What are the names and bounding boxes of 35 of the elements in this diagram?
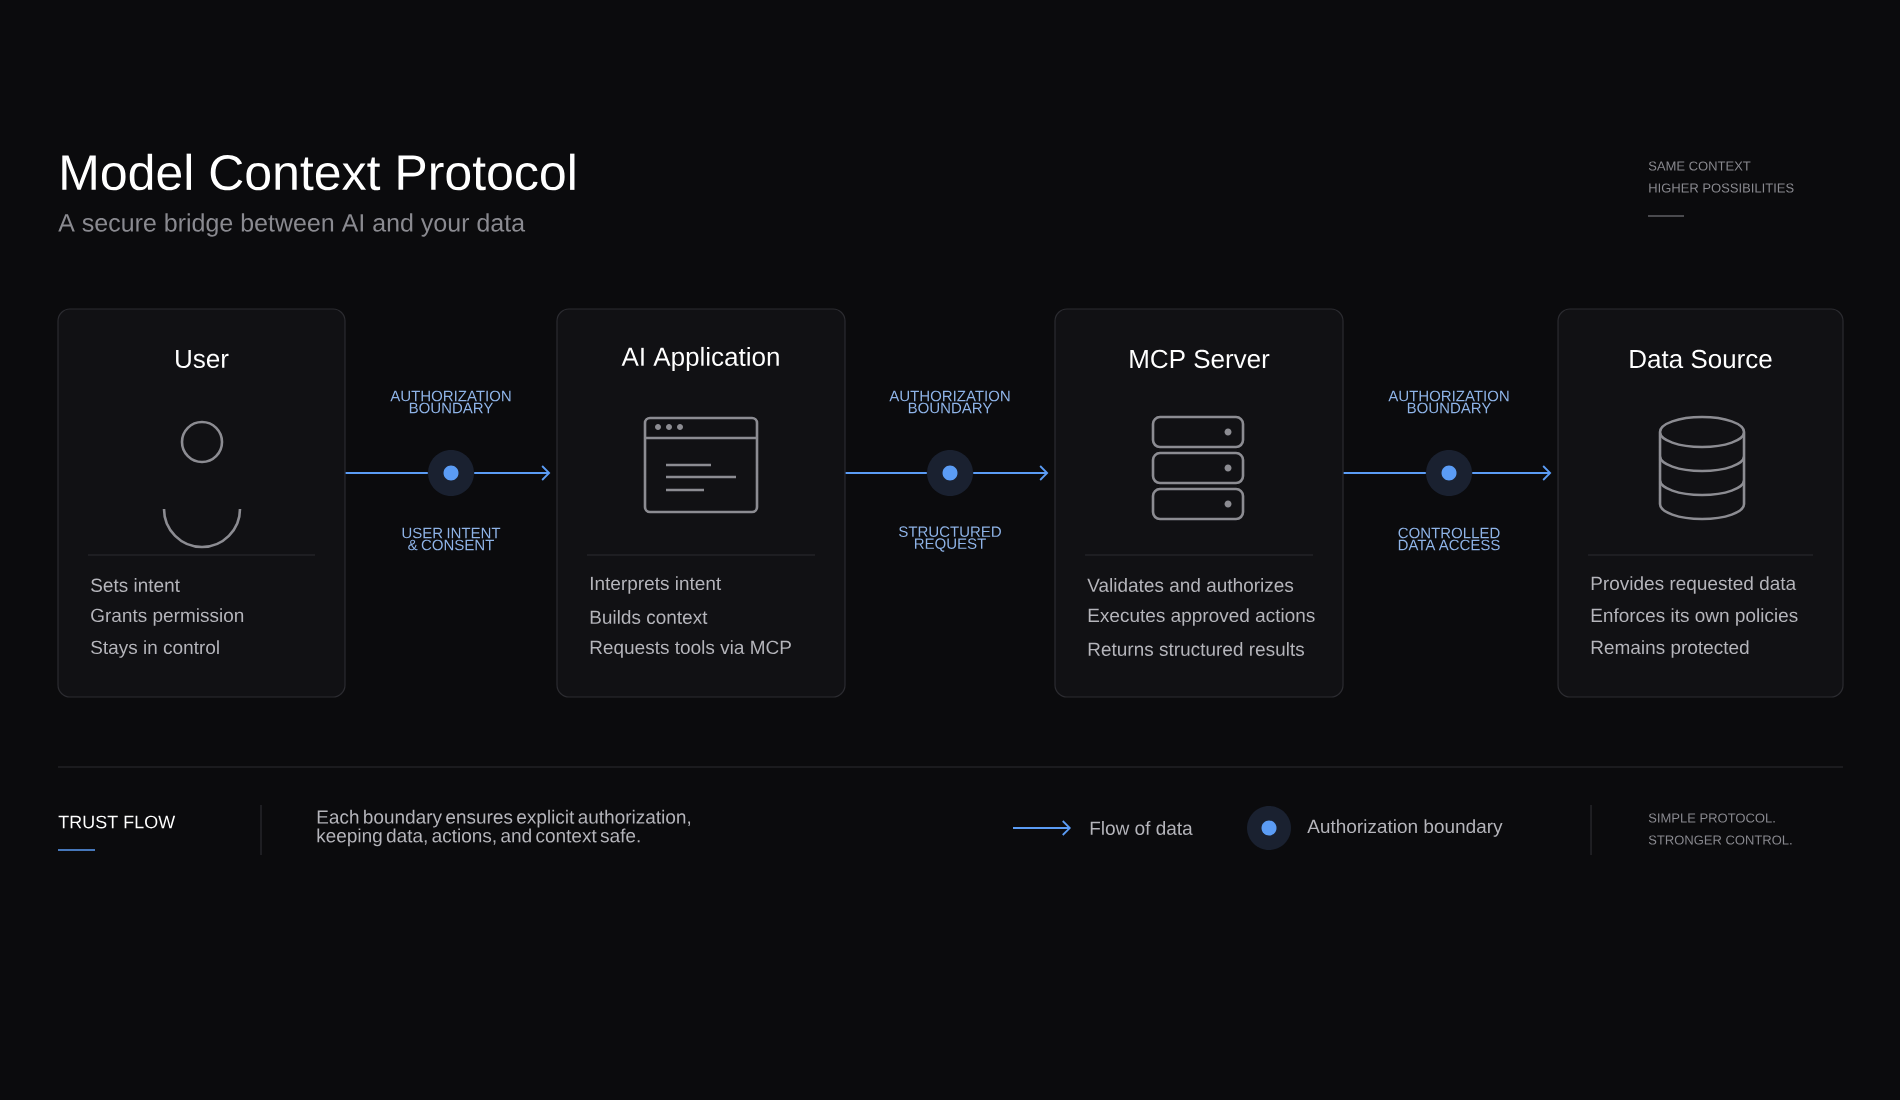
tagline: STRONGER CONTROL. [1648,835,1792,845]
list-item: Interprets intent [590,576,722,594]
boundary-label: USER INTENT & CONSENT [402,527,501,551]
tagline: HIGHER POSSIBILITIES [1649,183,1794,193]
list-item: Provides requested data [1591,576,1797,594]
section-label: TRUST FLOW [58,815,176,829]
legend-label: Flow of data [1090,821,1193,835]
boundary-label: STRUCTURED REQUEST [899,526,1001,552]
title: Model Context Protocol [62,153,575,191]
list-item: Stays in control [91,640,219,658]
list-item: Sets intent [91,578,180,592]
list-item: Executes approved actions [1088,608,1315,626]
boundary-label: AUTHORIZATION BOUNDARY [390,390,511,414]
list-item: Remains protected [1591,640,1749,658]
boundary-label: AUTHORIZATION BOUNDARY [1388,390,1509,414]
list-item: Builds context [590,610,708,624]
description-text: Each boundary ensures explicit authorization, keeping data, actions, and context safe. [317,809,691,847]
subtitle: A secure bridge between AI and your data [58,213,526,237]
boundary-label: CONTROLLED DATA ACCESS [1398,527,1500,551]
list-item: Requests tools via MCP [590,640,791,658]
arrow [473,465,551,481]
card-title: MCP Server [1130,349,1270,369]
card-title: AI Application [621,346,779,372]
card-title: User [176,349,229,369]
list-item: Enforces its own policies [1591,608,1798,626]
list-item: Grants permission [91,608,244,626]
boundary-label: AUTHORIZATION BOUNDARY [889,390,1010,414]
tagline: SIMPLE PROTOCOL. [1648,813,1775,823]
legend-label: Authorization boundary [1307,819,1503,837]
arrow [1471,465,1552,481]
list-item: Returns structured results [1088,642,1304,656]
arrow [972,465,1049,481]
list-item: Validates and authorizes [1087,578,1294,592]
card-title: Data Source [1630,349,1772,369]
tagline: SAME CONTEXT [1648,161,1751,171]
